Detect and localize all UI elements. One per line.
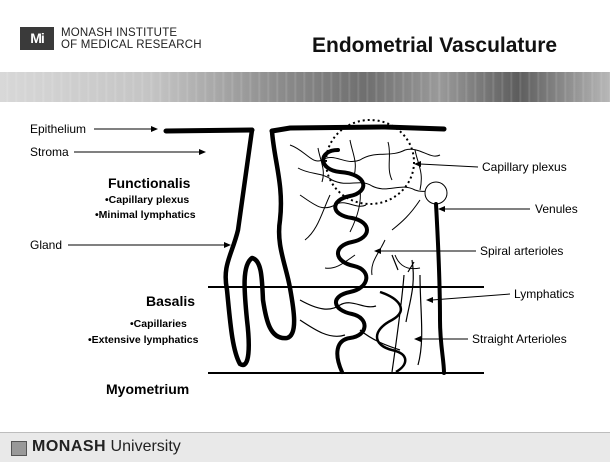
myometrium-title: Myometrium	[106, 381, 189, 397]
venule-vessel	[436, 204, 444, 373]
functionalis-item-capillary-plexus: •Capillary plexus	[105, 194, 189, 206]
lymphatics-arrowhead	[426, 297, 433, 303]
straight-arterioles-label: Straight Arterioles	[472, 332, 567, 346]
epithelium-surface	[166, 127, 444, 131]
epithelium-label: Epithelium	[30, 122, 86, 136]
stroma-arrowhead	[199, 149, 206, 155]
lymphatics-pointer	[432, 294, 510, 300]
footer-brand-bold: MONASH	[32, 438, 106, 455]
basalis-item-capillaries: •Capillaries	[130, 318, 187, 330]
basalis-item-extensive-lymphatics: •Extensive lymphatics	[88, 334, 199, 346]
straight-arterioles-arrowhead	[414, 336, 421, 342]
venules-arrowhead	[438, 206, 445, 212]
spiral-arterioles-label: Spiral arterioles	[480, 244, 563, 258]
slide-footer: MONASH University	[0, 432, 610, 462]
functionalis-item-minimal-lymphatics: •Minimal lymphatics	[95, 209, 196, 221]
gland-arrowhead	[224, 242, 231, 248]
capillary-plexus-pointer	[420, 164, 478, 167]
lymphatics-label: Lymphatics	[514, 287, 574, 301]
epithelium-arrowhead	[151, 126, 158, 132]
capillary-plexus-label: Capillary plexus	[482, 160, 567, 174]
gland-tube	[226, 130, 294, 365]
capillary-plexus-highlight	[326, 120, 414, 204]
venules-label: Venules	[535, 202, 578, 216]
vasculature-diagram: Epithelium Stroma Functionalis •Capillar…	[0, 0, 610, 432]
footer-brand: MONASH University	[32, 438, 181, 456]
gland-label: Gland	[30, 238, 62, 252]
capillary-plexus-network	[290, 140, 446, 275]
venule-circle	[425, 182, 447, 204]
functionalis-title: Functionalis	[108, 175, 191, 191]
footer-brand-regular: University	[106, 438, 181, 455]
stroma-label: Stroma	[30, 145, 69, 159]
monash-crest-icon	[11, 441, 27, 456]
basalis-title: Basalis	[146, 293, 195, 309]
capillary-plexus-arrowhead	[414, 161, 421, 167]
